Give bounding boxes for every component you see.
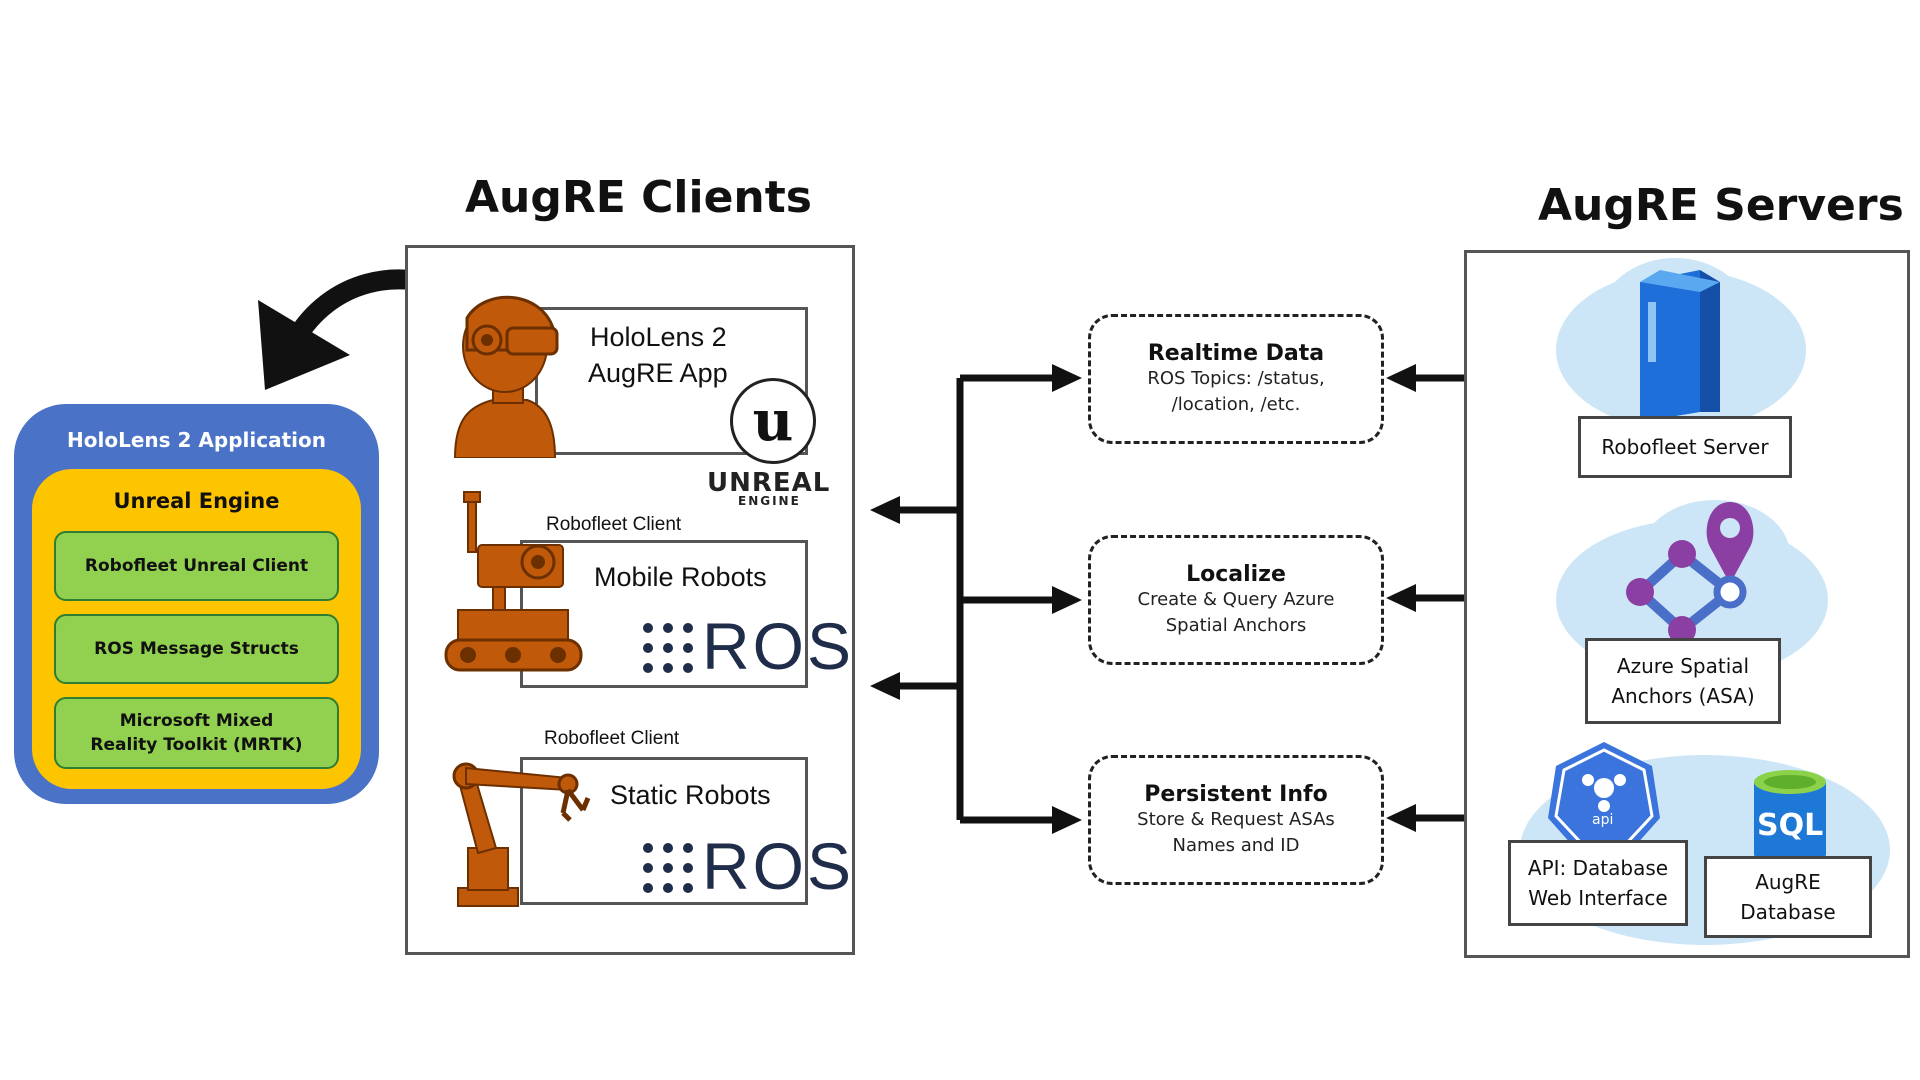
unreal-engine-panel: Unreal Engine Robofleet Unreal Client RO…	[32, 469, 361, 789]
channel-title: Persistent Info	[1144, 781, 1328, 807]
mobile-robot-icon	[444, 491, 583, 672]
sql-database-icon	[1754, 770, 1826, 865]
hololens-label-line1: HoloLens 2	[590, 322, 727, 352]
api-label-line1: API: Database	[1527, 856, 1669, 880]
channel-localize: Localize Create & Query Azure Spatial An…	[1088, 535, 1384, 665]
asa-label-line2: Anchors (ASA)	[1611, 684, 1755, 708]
robot-arm-icon	[452, 762, 591, 907]
api-gear-icon	[1548, 742, 1660, 854]
module-mrtk: Microsoft Mixed Reality Toolkit (MRTK)	[54, 697, 339, 769]
unreal-logo-text: UNREAL	[707, 468, 831, 498]
api-label: API: Database Web Interface	[1508, 840, 1688, 926]
hololens-app-panel: HoloLens 2 Application Unreal Engine Rob…	[14, 404, 379, 804]
app-panel-title: HoloLens 2 Application	[67, 428, 326, 452]
channel-line: /location, /etc.	[1171, 393, 1301, 415]
asa-label: Azure Spatial Anchors (ASA)	[1585, 638, 1781, 724]
spatial-anchors-icon	[1626, 502, 1754, 644]
channel-line: Spatial Anchors	[1165, 614, 1307, 636]
hololens-label-line2: AugRE App	[588, 358, 728, 388]
unreal-logo: u	[730, 378, 816, 464]
channel-line: Store & Request ASAs	[1137, 808, 1335, 830]
channel-title: Localize	[1186, 561, 1286, 587]
sql-badge-text: SQL	[1757, 808, 1824, 843]
db-label-line1: AugRE	[1755, 870, 1821, 894]
connector-arrows	[870, 364, 1082, 834]
channel-title: Realtime Data	[1147, 340, 1325, 366]
asa-label-line1: Azure Spatial	[1616, 654, 1750, 678]
static-robots-label: Static Robots	[610, 780, 771, 810]
api-badge-text: api	[1592, 812, 1614, 828]
db-label-line2: Database	[1740, 900, 1836, 924]
module-ros-structs: ROS Message Structs	[54, 614, 339, 684]
engine-title: Unreal Engine	[113, 489, 280, 513]
unreal-logo-subtext: ENGINE	[738, 494, 801, 508]
static-robofleet-tag: Robofleet Client	[544, 728, 680, 749]
ros-dots-icon	[643, 843, 693, 893]
mobile-robots-label: Mobile Robots	[594, 562, 767, 592]
vr-headset-person-icon	[453, 295, 559, 458]
robofleet-server-label: Robofleet Server	[1578, 416, 1792, 478]
ros-dots-icon	[643, 623, 693, 673]
static-robots-box	[520, 757, 808, 905]
server-icon	[1640, 270, 1720, 422]
channel-realtime-data: Realtime Data ROS Topics: /status, /loca…	[1088, 314, 1384, 444]
robofleet-server-text: Robofleet Server	[1601, 435, 1769, 459]
channel-persistent-info: Persistent Info Store & Request ASAs Nam…	[1088, 755, 1384, 885]
module-robofleet-client: Robofleet Unreal Client	[54, 531, 339, 601]
servers-title: AugRE Servers	[1538, 180, 1904, 231]
ros-logo-mobile: ROS	[702, 609, 855, 683]
channel-line: Create & Query Azure	[1137, 588, 1335, 610]
channel-line: Names and ID	[1172, 834, 1300, 856]
mobile-robofleet-tag: Robofleet Client	[546, 514, 682, 535]
ros-logo-static: ROS	[702, 829, 855, 903]
clients-title: AugRE Clients	[465, 172, 812, 223]
channel-line: ROS Topics: /status,	[1147, 367, 1325, 389]
api-label-line2: Web Interface	[1528, 886, 1668, 910]
db-label: AugRE Database	[1704, 856, 1872, 938]
